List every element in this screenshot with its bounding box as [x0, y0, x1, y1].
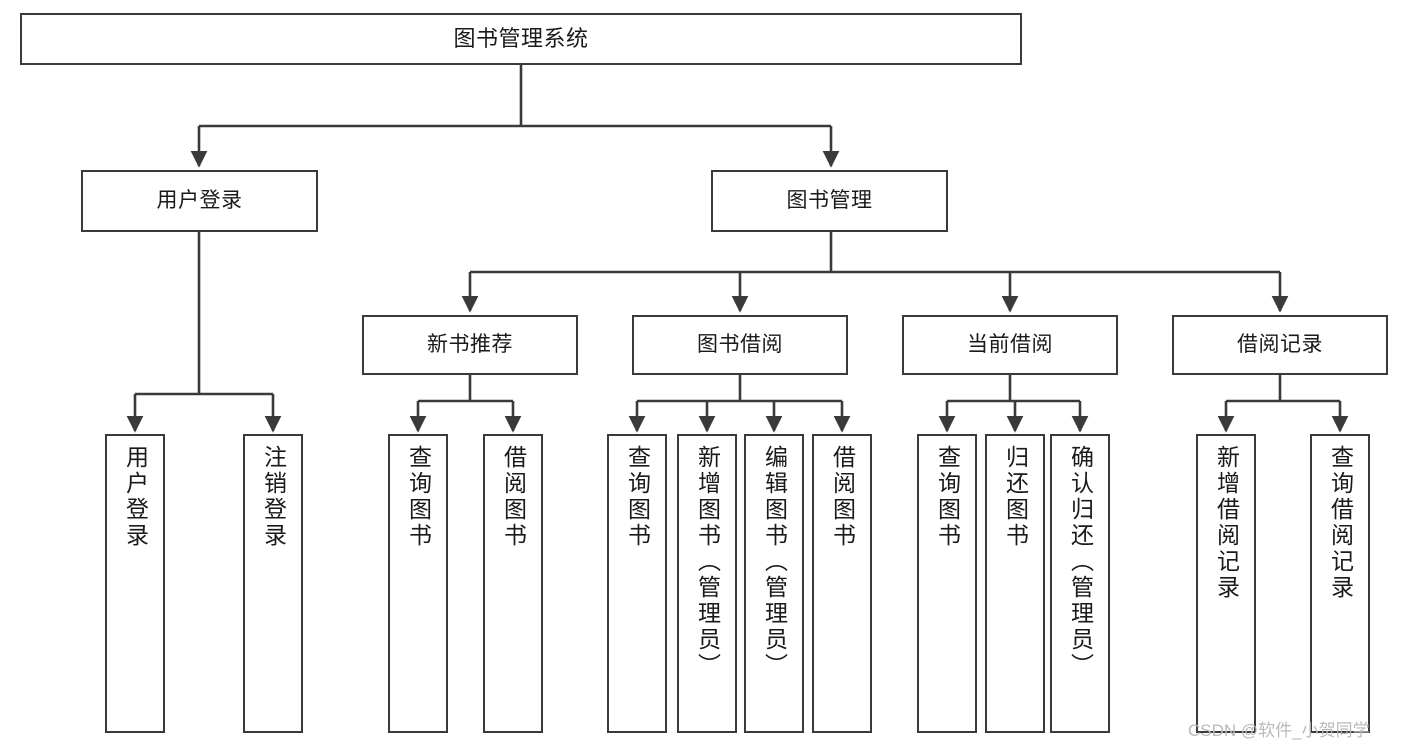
node-label: 图书管理	[786, 189, 873, 213]
node-label: 查询借阅记录	[1327, 445, 1354, 601]
node-label: 查询图书	[934, 445, 961, 549]
node-label: 新增图书（管理员）	[694, 445, 721, 679]
node-label: 用户登录	[156, 189, 243, 213]
leaf-user-login-logout[interactable]: 注销登录	[243, 434, 303, 733]
leaf-new-book-query[interactable]: 查询图书	[388, 434, 448, 733]
node-label: 借阅记录	[1237, 333, 1323, 357]
node-new-book-recommend[interactable]: 新书推荐	[362, 315, 578, 375]
node-label: 用户登录	[122, 445, 149, 549]
watermark: CSDN @软件_小贺同学	[1188, 721, 1370, 740]
leaf-current-borrow-confirm-return[interactable]: 确认归还（管理员）	[1050, 434, 1110, 733]
node-label: 当前借阅	[967, 333, 1053, 357]
node-current-borrow[interactable]: 当前借阅	[902, 315, 1118, 375]
node-label: 图书借阅	[697, 333, 783, 357]
node-label: 归还图书	[1002, 445, 1029, 549]
node-borrow-record[interactable]: 借阅记录	[1172, 315, 1388, 375]
node-book-borrow[interactable]: 图书借阅	[632, 315, 848, 375]
node-label: 借阅图书	[829, 445, 856, 549]
node-book-management[interactable]: 图书管理	[711, 170, 948, 232]
leaf-borrow-record-add[interactable]: 新增借阅记录	[1196, 434, 1256, 733]
leaf-book-borrow-edit[interactable]: 编辑图书（管理员）	[744, 434, 804, 733]
leaf-borrow-record-query[interactable]: 查询借阅记录	[1310, 434, 1370, 733]
leaf-current-borrow-query[interactable]: 查询图书	[917, 434, 977, 733]
node-label: 图书管理系统	[453, 25, 589, 51]
node-label: 注销登录	[260, 445, 287, 549]
node-label: 编辑图书（管理员）	[761, 445, 788, 679]
leaf-book-borrow-query[interactable]: 查询图书	[607, 434, 667, 733]
node-label: 借阅图书	[500, 445, 527, 549]
leaf-current-borrow-return[interactable]: 归还图书	[985, 434, 1045, 733]
node-label: 查询图书	[624, 445, 651, 549]
node-label: 新增借阅记录	[1213, 445, 1240, 601]
node-label: 新书推荐	[427, 333, 513, 357]
leaf-new-book-borrow[interactable]: 借阅图书	[483, 434, 543, 733]
node-user-login[interactable]: 用户登录	[81, 170, 318, 232]
leaf-book-borrow-add[interactable]: 新增图书（管理员）	[677, 434, 737, 733]
node-root-system[interactable]: 图书管理系统	[20, 13, 1022, 65]
node-label: 确认归还（管理员）	[1067, 445, 1094, 679]
node-label: 查询图书	[405, 445, 432, 549]
leaf-book-borrow-borrow[interactable]: 借阅图书	[812, 434, 872, 733]
leaf-user-login-login[interactable]: 用户登录	[105, 434, 165, 733]
